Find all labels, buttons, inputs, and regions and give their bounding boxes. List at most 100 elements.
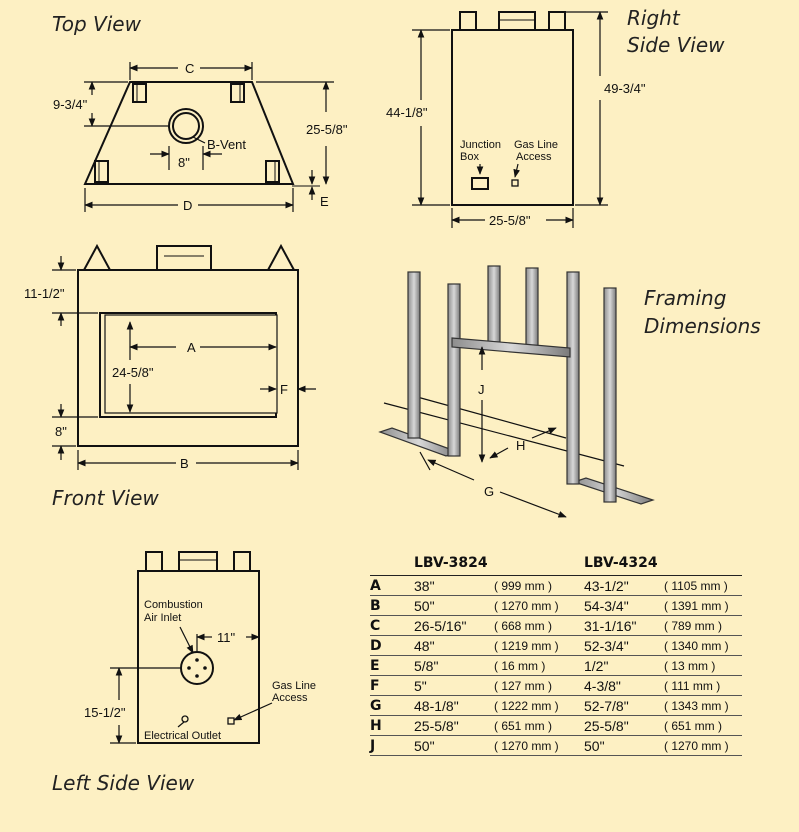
left-label-gas-line2: Access xyxy=(272,692,308,704)
framing-title-line1: Framing xyxy=(644,286,727,310)
top-dim-8: 8" xyxy=(178,155,190,170)
top-dim-c: C xyxy=(185,61,194,76)
specs-cell-letter: C xyxy=(370,615,414,636)
framing-dimensions xyxy=(419,346,567,518)
specs-cell-in1: 50" xyxy=(414,735,494,756)
right-side-view-title-line1: Right xyxy=(627,6,680,30)
right-label-gas-line1: Gas Line xyxy=(514,139,558,151)
top-view-drawing xyxy=(83,81,320,187)
specs-cell-letter: H xyxy=(370,715,414,736)
specs-cell-in1: 5/8" xyxy=(414,655,494,676)
front-view-title: Front View xyxy=(52,486,159,510)
specs-cell-in1: 5" xyxy=(414,675,494,696)
specs-cell-mm2: ( 1340 mm ) xyxy=(664,635,742,656)
specs-cell-in2: 31-1/16" xyxy=(584,615,664,636)
front-view-drawing xyxy=(77,243,299,447)
top-view-title: Top View xyxy=(52,12,141,36)
specs-cell-in2: 25-5/8" xyxy=(584,715,664,736)
right-view-dimensions xyxy=(412,11,608,228)
top-label-bvent: B-Vent xyxy=(207,137,246,152)
framing-title-line2: Dimensions xyxy=(644,314,761,338)
front-dim-f: F xyxy=(280,382,288,397)
specs-cell-in1: 48-1/8" xyxy=(414,695,494,716)
specs-cell-in1: 26-5/16" xyxy=(414,615,494,636)
front-dim-8: 8" xyxy=(55,424,67,439)
framing-drawing xyxy=(378,265,655,505)
specs-header-model-1: LBV-3824 xyxy=(414,553,584,576)
specs-cell-mm2: ( 1105 mm ) xyxy=(664,575,742,596)
top-dim-9-3-4: 9-3/4" xyxy=(53,97,88,112)
specs-cell-in2: 52-7/8" xyxy=(584,695,664,716)
right-label-junction-line1: Junction xyxy=(460,139,501,151)
top-dim-e: E xyxy=(320,194,329,209)
specs-cell-in1: 25-5/8" xyxy=(414,715,494,736)
specs-cell-in2: 52-3/4" xyxy=(584,635,664,656)
left-label-electrical: Electrical Outlet xyxy=(144,730,221,742)
right-side-view-title-line2: Side View xyxy=(627,33,725,57)
specs-cell-mm2: ( 789 mm ) xyxy=(664,615,742,636)
specs-cell-mm2: ( 111 mm ) xyxy=(664,675,742,696)
top-dim-25-5-8: 25-5/8" xyxy=(306,122,348,137)
specs-cell-letter: E xyxy=(370,655,414,676)
specs-cell-mm2: ( 13 mm ) xyxy=(664,655,742,676)
specs-cell-mm1: ( 127 mm ) xyxy=(494,675,584,696)
left-label-gas-line1: Gas Line xyxy=(272,680,316,692)
specs-cell-letter: A xyxy=(370,575,414,596)
right-dim-49-3-4: 49-3/4" xyxy=(604,81,646,96)
framing-dim-j: J xyxy=(478,382,485,397)
specs-cell-mm1: ( 16 mm ) xyxy=(494,655,584,676)
front-dim-b: B xyxy=(180,456,189,471)
specs-cell-in2: 1/2" xyxy=(584,655,664,676)
specs-cell-mm2: ( 1343 mm ) xyxy=(664,695,742,716)
left-label-combustion-line2: Air Inlet xyxy=(144,612,181,624)
top-view-dimensions xyxy=(84,62,334,212)
specs-cell-letter: D xyxy=(370,635,414,656)
specs-cell-mm1: ( 668 mm ) xyxy=(494,615,584,636)
front-dim-24-5-8: 24-5/8" xyxy=(112,365,154,380)
specs-header-blank xyxy=(370,553,414,576)
specs-cell-mm1: ( 651 mm ) xyxy=(494,715,584,736)
specs-cell-mm2: ( 651 mm ) xyxy=(664,715,742,736)
specs-cell-letter: G xyxy=(370,695,414,716)
specs-cell-mm1: ( 1219 mm ) xyxy=(494,635,584,656)
specs-header-model-2: LBV-4324 xyxy=(584,553,742,576)
right-dim-25-5-8: 25-5/8" xyxy=(489,213,531,228)
specs-cell-mm2: ( 1270 mm ) xyxy=(664,735,742,756)
left-label-combustion-line1: Combustion xyxy=(144,599,203,611)
specs-header-row: LBV-3824 LBV-4324 xyxy=(370,553,742,576)
left-dim-15-1-2: 15-1/2" xyxy=(84,705,126,720)
specs-cell-mm1: ( 1270 mm ) xyxy=(494,735,584,756)
specs-cell-in2: 4-3/8" xyxy=(584,675,664,696)
left-dim-11: 11" xyxy=(217,630,235,645)
framing-dim-h: H xyxy=(516,438,525,453)
specs-cell-mm1: ( 999 mm ) xyxy=(494,575,584,596)
specs-cell-mm2: ( 1391 mm ) xyxy=(664,595,742,616)
specs-cell-in2: 54-3/4" xyxy=(584,595,664,616)
specs-cell-in1: 48" xyxy=(414,635,494,656)
left-view-dimensions xyxy=(110,626,273,744)
specs-cell-in1: 38" xyxy=(414,575,494,596)
specs-cell-in2: 50" xyxy=(584,735,664,756)
specs-cell-letter: J xyxy=(370,735,414,756)
front-dim-11-1-2: 11-1/2" xyxy=(24,286,65,301)
front-dim-a: A xyxy=(187,340,196,355)
left-side-view-title: Left Side View xyxy=(52,771,195,795)
specs-cell-in1: 50" xyxy=(414,595,494,616)
right-label-junction-line2: Box xyxy=(460,151,479,163)
specs-cell-mm1: ( 1270 mm ) xyxy=(494,595,584,616)
top-dim-d: D xyxy=(183,198,192,213)
front-view-dimensions xyxy=(52,256,316,470)
right-dim-44-1-8: 44-1/8" xyxy=(386,105,428,120)
left-view-drawing xyxy=(137,551,260,744)
